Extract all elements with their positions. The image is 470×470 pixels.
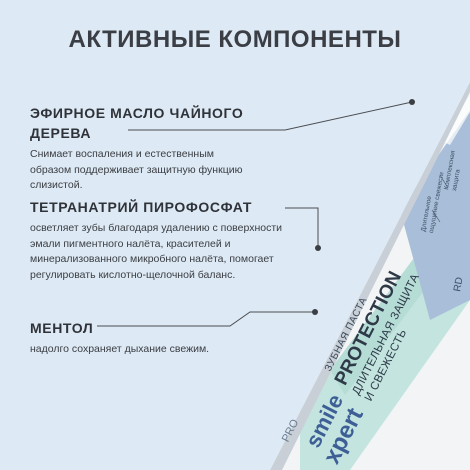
component-tea-tree-oil: ЭФИРНОЕ МАСЛО ЧАЙНОГО ДЕРЕВА Снимает вос… [30, 103, 260, 194]
side-label-2b: защита [451, 168, 462, 191]
component-heading: МЕНТОЛ [30, 320, 94, 336]
side-label-3: RD [452, 276, 465, 292]
page-title: АКТИВНЫЕ КОМПОНЕНТЫ [68, 26, 402, 53]
component-pyrophosphate: ТЕТРАНАТРИЙ ПИРОФОСФАТ осветляет зубы бл… [30, 197, 290, 283]
component-description: осветляет зубы благодаря удалению с пове… [30, 222, 283, 281]
component-description: надолго сохраняет дыхание свежим. [30, 343, 210, 355]
component-heading: ЭФИРНОЕ МАСЛО ЧАЙНОГО ДЕРЕВА [30, 105, 244, 141]
component-description: Снимает воспаления и естественным образо… [30, 148, 243, 191]
component-menthol: МЕНТОЛ надолго сохраняет дыхание свежим. [30, 318, 290, 358]
component-heading: ТЕТРАНАТРИЙ ПИРОФОСФАТ [30, 199, 252, 215]
